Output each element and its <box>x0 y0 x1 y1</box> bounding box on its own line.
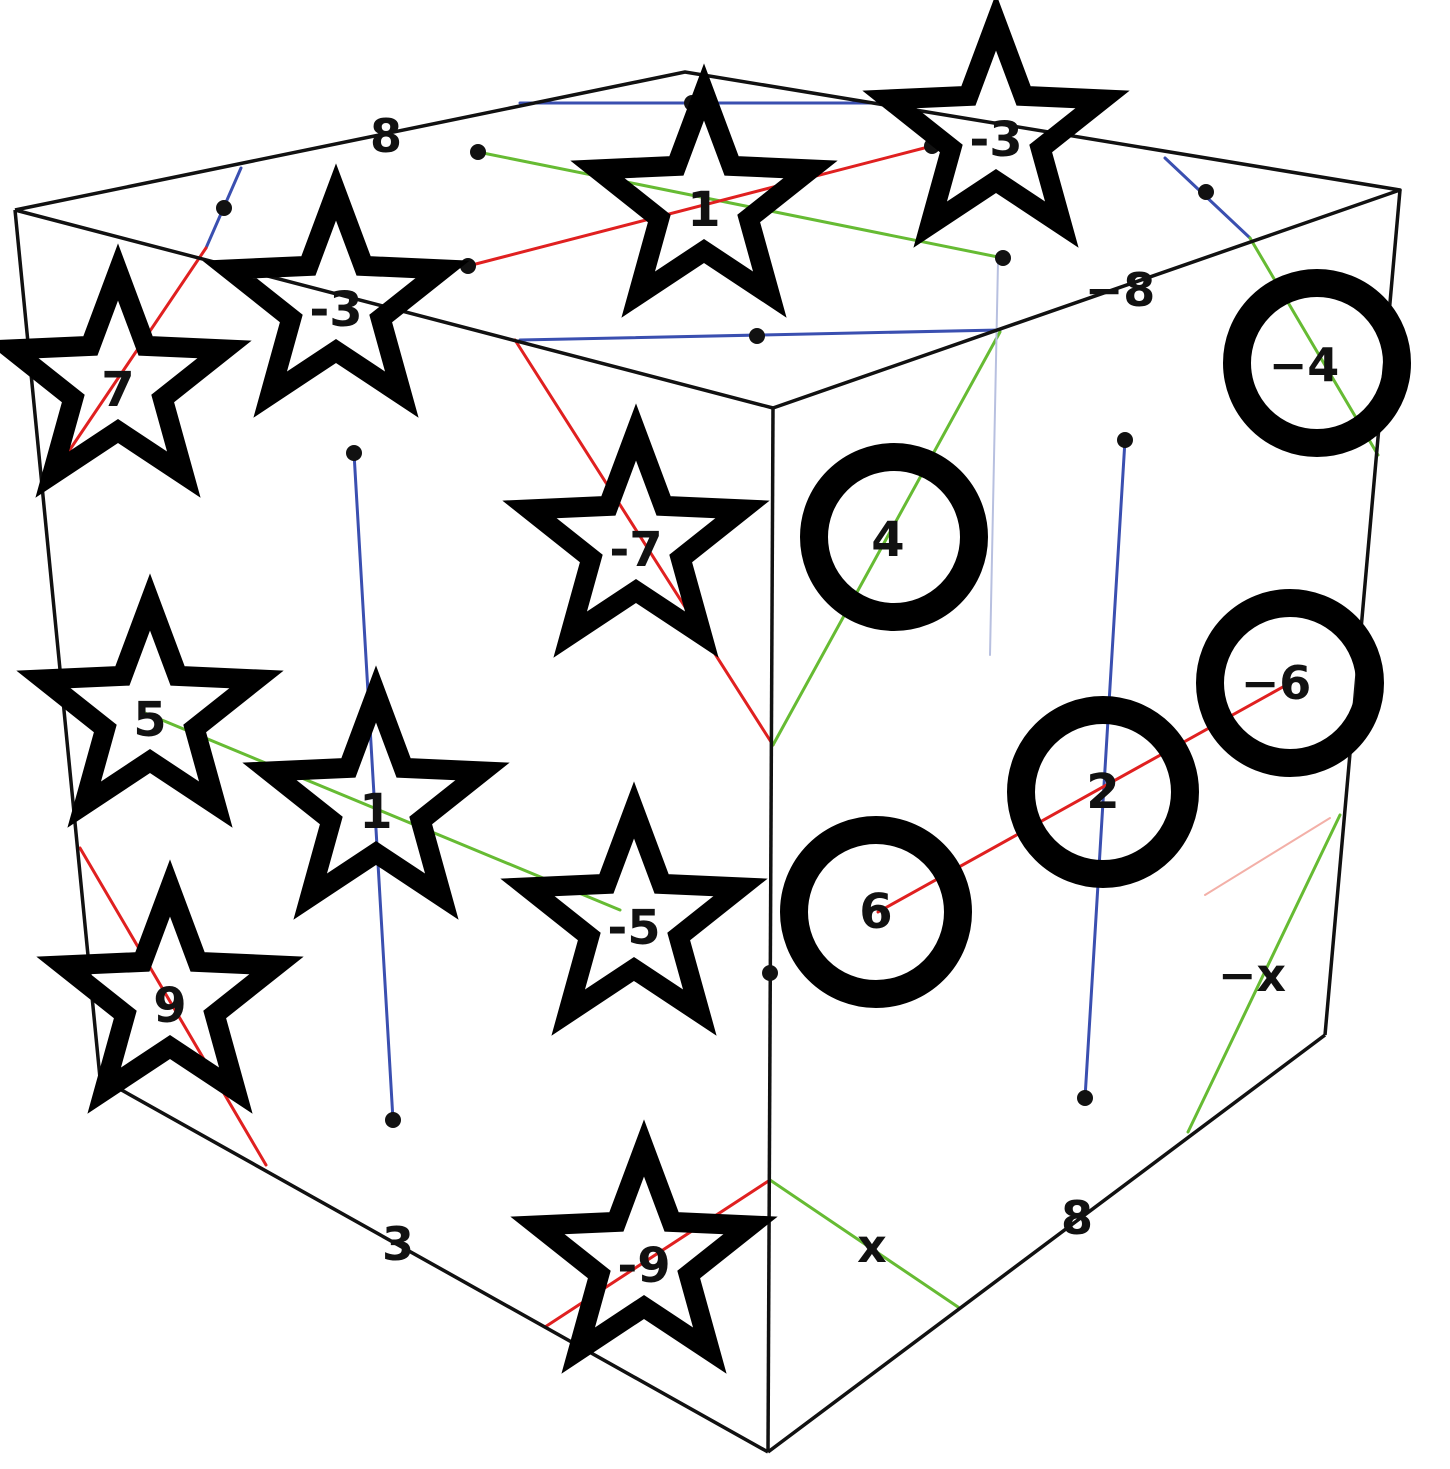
right-green-bottom <box>768 1178 960 1309</box>
star-marker: -5 <box>500 781 768 1036</box>
label-right-neg-x: −x <box>1218 948 1286 1002</box>
circle-label: 2 <box>1086 764 1119 820</box>
star-label: -7 <box>609 522 662 578</box>
left-red-diagonal <box>513 338 775 747</box>
star-marker: 1 <box>242 665 510 920</box>
star-shape <box>16 573 284 828</box>
front-edge <box>766 407 775 1453</box>
label-bottom-x: x <box>857 1219 887 1273</box>
label-bottom-left-edge: 3 <box>382 1217 414 1271</box>
right-blue-faint <box>989 261 999 656</box>
dot <box>216 200 232 216</box>
star-shape <box>500 781 768 1036</box>
star-marker: -3 <box>862 0 1130 248</box>
star-shape <box>202 163 470 418</box>
star-label: -5 <box>607 900 660 956</box>
dot <box>346 445 362 461</box>
star-label: -3 <box>969 112 1022 168</box>
dot <box>1198 184 1214 200</box>
star-label: 1 <box>359 784 392 840</box>
top-red-line <box>466 144 934 268</box>
star-marker: 7 <box>0 243 252 498</box>
bottom-right-edge <box>766 1033 1327 1454</box>
circle-marker: −6 <box>1196 589 1384 777</box>
star-shape <box>0 243 252 498</box>
star-shape <box>510 1119 778 1374</box>
right-red-faint <box>1204 817 1331 896</box>
star-label: 5 <box>133 692 166 748</box>
dot <box>470 144 486 160</box>
circle-label: −4 <box>1269 338 1340 392</box>
right-green-line-lower <box>1186 813 1342 1134</box>
star-marker: -7 <box>502 403 770 658</box>
star-shape <box>570 63 838 318</box>
star-label: -3 <box>309 282 362 338</box>
circle-label: −6 <box>1241 656 1312 710</box>
star-shape <box>36 859 304 1114</box>
left-red-line-bottom <box>78 846 268 1167</box>
circle-label: 6 <box>859 884 892 940</box>
circle-marker: 6 <box>780 816 972 1008</box>
star-shape <box>242 665 510 920</box>
star-marker: 1 <box>570 63 838 318</box>
circle-marker: 4 <box>800 443 988 631</box>
right-green-line-upper <box>771 330 1002 747</box>
star-label: -9 <box>617 1238 670 1294</box>
star-shape <box>862 0 1130 248</box>
right-blue-vertical <box>1083 438 1127 1100</box>
dot <box>749 328 765 344</box>
dot <box>385 1112 401 1128</box>
dot <box>995 250 1011 266</box>
left-blue-vertical <box>352 451 395 1122</box>
star-label: 1 <box>687 182 720 238</box>
star-marker: -3 <box>202 163 470 418</box>
bottom-left-edge <box>99 1076 769 1454</box>
star-label: 7 <box>101 362 134 418</box>
star-marker: 9 <box>36 859 304 1114</box>
star-marker: 5 <box>16 573 284 828</box>
star-marker: -9 <box>510 1119 778 1374</box>
dot <box>1117 432 1133 448</box>
star-label: 9 <box>153 978 186 1034</box>
circle-marker: −4 <box>1223 269 1411 457</box>
label-bottom-right-edge: 8 <box>1061 1191 1093 1245</box>
label-top-right-edge: −8 <box>1085 263 1156 317</box>
label-top-left-edge: 8 <box>370 109 402 163</box>
dot <box>762 965 778 981</box>
circle-label: 4 <box>871 512 904 568</box>
dot <box>1077 1090 1093 1106</box>
circle-marker: 2 <box>1007 696 1199 888</box>
left-red-line-top <box>44 246 208 487</box>
star-shape <box>502 403 770 658</box>
